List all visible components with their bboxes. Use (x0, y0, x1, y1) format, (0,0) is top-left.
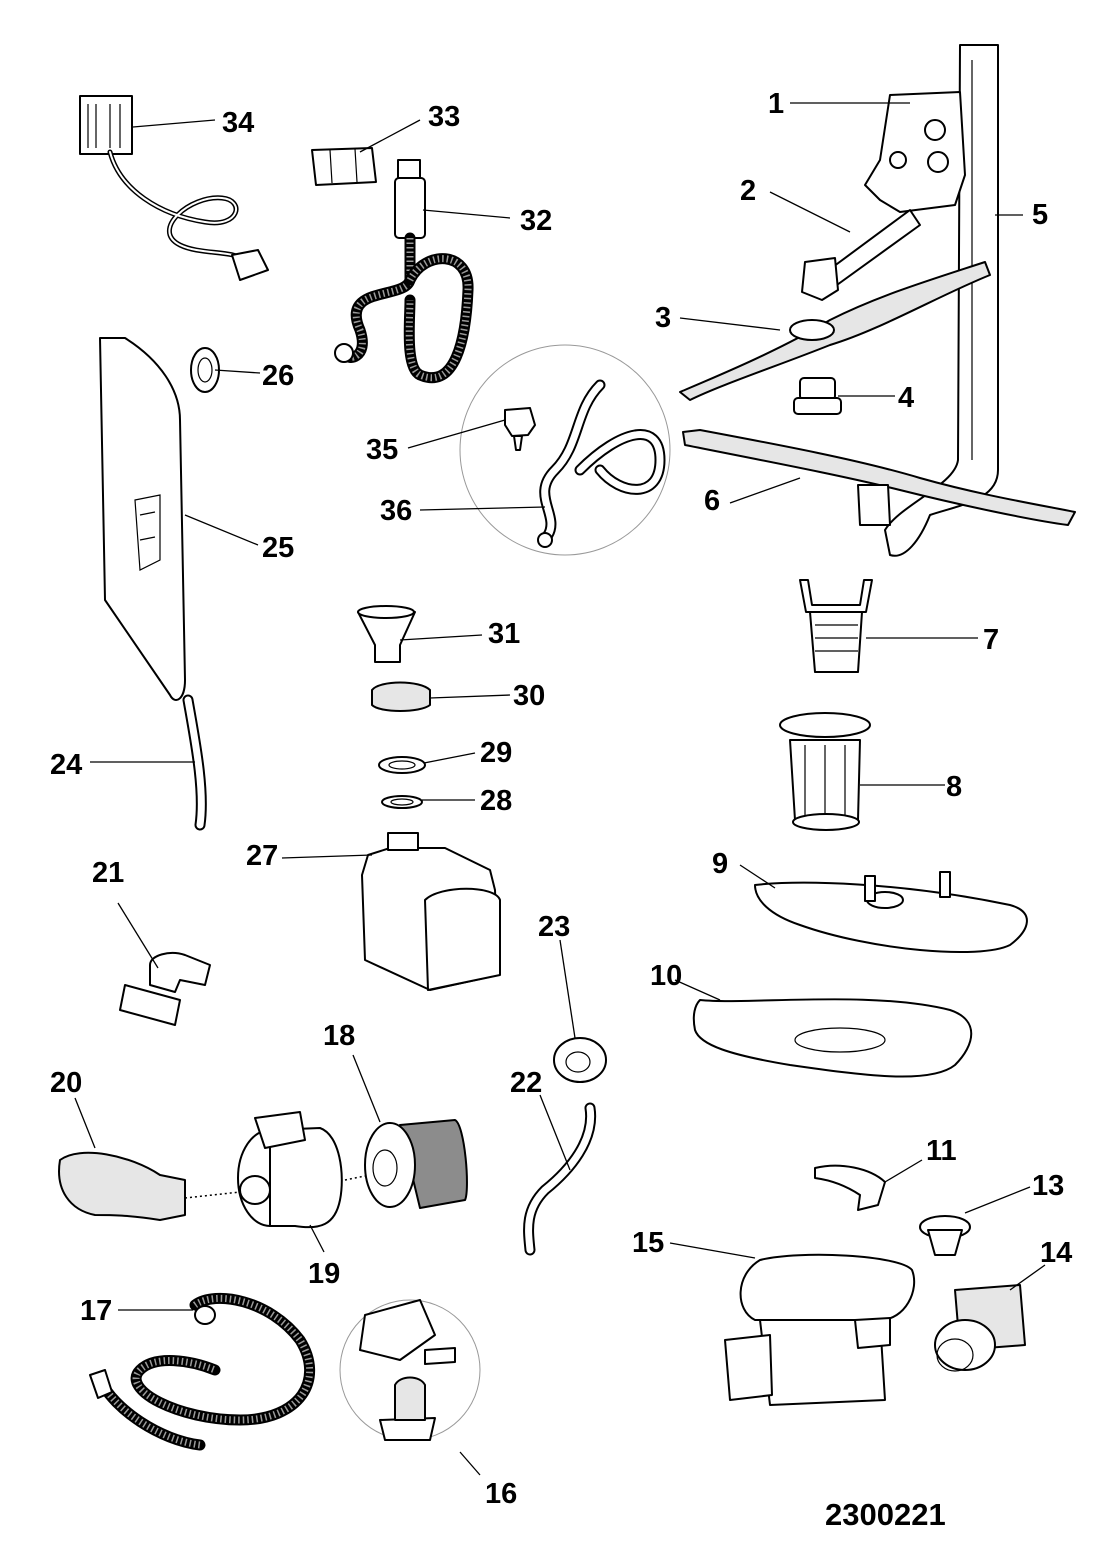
callout-6: 6 (704, 485, 720, 517)
callout-22: 22 (510, 1067, 542, 1099)
callout-11: 11 (926, 1135, 957, 1167)
callout-23: 23 (538, 911, 570, 943)
part-21-elbow (119, 952, 211, 1026)
part-34-power-cord (79, 95, 269, 281)
callout-36: 36 (380, 495, 412, 527)
part-33-clip (311, 147, 377, 186)
callout-16: 16 (485, 1478, 517, 1510)
callout-14: 14 (1040, 1237, 1072, 1269)
part-9-filter-plate (754, 871, 1028, 954)
part-10-gasket (692, 998, 973, 1078)
callout-25: 25 (262, 532, 294, 564)
callout-5: 5 (1032, 199, 1048, 231)
callout-31: 31 (488, 618, 520, 650)
callout-29: 29 (480, 737, 512, 769)
callout-32: 32 (520, 205, 552, 237)
part-23-plug (553, 1037, 607, 1083)
callout-27: 27 (246, 840, 278, 872)
callout-1: 1 (768, 88, 784, 120)
callout-10: 10 (650, 960, 682, 992)
callout-4: 4 (898, 382, 914, 414)
part-13-valve (919, 1215, 971, 1256)
callout-19: 19 (308, 1258, 340, 1290)
callout-30: 30 (513, 680, 545, 712)
part-6-lower-spray-arm (682, 429, 1076, 526)
part-22-tube (523, 1102, 597, 1256)
part-17-drain-hose (89, 1293, 316, 1451)
leader-lines (74, 102, 1046, 1476)
part-3-upper-spray-arm (679, 261, 991, 401)
callout-35: 35 (366, 434, 398, 466)
callout-9: 9 (712, 848, 728, 880)
part-24-tube (182, 694, 207, 831)
callout-26: 26 (262, 360, 294, 392)
callout-24: 24 (50, 749, 82, 781)
part-36-hose (537, 379, 666, 548)
callout-labels: 1 2 3 4 5 6 7 8 9 10 11 13 14 15 16 17 1… (50, 88, 1072, 1510)
part-29-ring-nut (378, 756, 426, 774)
part-15-sump (724, 1253, 916, 1406)
part-35-valve (504, 407, 536, 451)
callout-21: 21 (92, 857, 124, 889)
part-28-seal (381, 795, 423, 809)
callout-8: 8 (946, 771, 962, 803)
part-31-funnel (357, 605, 416, 663)
part-27-salt-container (361, 832, 501, 991)
part-19-pump-housing (237, 1111, 343, 1229)
part-30-lid (371, 681, 431, 712)
part-4-arm-nut (793, 377, 842, 415)
callout-3: 3 (655, 302, 671, 334)
part-8-micro-filter (779, 712, 871, 831)
callout-2: 2 (740, 175, 756, 207)
callout-17: 17 (80, 1295, 112, 1327)
callout-13: 13 (1032, 1170, 1064, 1202)
callout-20: 20 (50, 1067, 82, 1099)
part-32-inlet-hose (334, 159, 474, 383)
part-18-pump-motor (364, 1119, 468, 1209)
callout-7: 7 (983, 624, 999, 656)
part-16-float-switch (359, 1299, 456, 1441)
callout-15: 15 (632, 1227, 664, 1259)
callout-18: 18 (323, 1020, 355, 1052)
callout-28: 28 (480, 785, 512, 817)
callout-34: 34 (222, 107, 254, 139)
part-14-drain-pump (934, 1284, 1026, 1372)
document-number: 2300221 (825, 1497, 946, 1532)
part-26-cap (190, 347, 220, 393)
part-20-elbow-hose (58, 1151, 186, 1221)
part-11-clip (814, 1164, 886, 1211)
part-25-side-panel (99, 337, 186, 701)
part-1-manifold (864, 91, 966, 213)
part-2-upper-arm-pipe (801, 209, 921, 301)
callout-33: 33 (428, 101, 460, 133)
part-7-filter (799, 579, 873, 673)
